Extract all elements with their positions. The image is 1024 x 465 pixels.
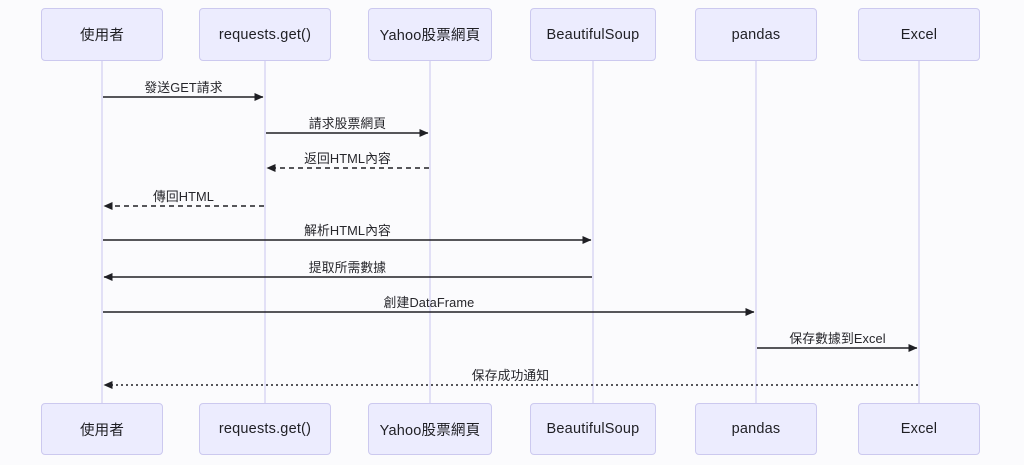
participant-label: Excel: [900, 421, 938, 437]
participant-label: requests.get(): [218, 26, 312, 43]
participant-label: 使用者: [79, 422, 125, 439]
participant-bottom-requests[interactable]: requests.get(): [199, 403, 331, 455]
lifelines-group: [101, 61, 920, 403]
participant-top-bs4[interactable]: BeautifulSoup: [530, 8, 656, 61]
message-label-2: 請求股票網頁: [308, 116, 387, 131]
participant-label: BeautifulSoup: [546, 26, 640, 43]
message-label-9: 保存成功通知: [471, 368, 550, 383]
messages-group: [103, 93, 918, 389]
participant-bottom-excel[interactable]: Excel: [858, 403, 980, 455]
participant-bottom-bs4[interactable]: BeautifulSoup: [530, 403, 656, 455]
message-label-5: 解析HTML內容: [304, 223, 391, 238]
message-label-7: 創建DataFrame: [383, 295, 475, 310]
participant-top-excel[interactable]: Excel: [858, 8, 980, 61]
message-label-3: 返回HTML內容: [304, 151, 391, 166]
participant-label: 使用者: [79, 28, 125, 44]
participant-bottom-yahoo[interactable]: Yahoo股票網頁: [368, 403, 492, 455]
message-label-6: 提取所需數據: [308, 260, 387, 275]
message-label-1: 發送GET請求: [144, 80, 223, 95]
participant-label: Excel: [900, 26, 938, 43]
participant-label: pandas: [731, 421, 781, 437]
participant-top-user[interactable]: 使用者: [41, 8, 163, 61]
participant-top-pandas[interactable]: pandas: [695, 8, 817, 61]
message-label-4: 傳回HTML: [152, 189, 215, 204]
participant-label: pandas: [731, 26, 781, 43]
participant-label: requests.get(): [218, 421, 312, 437]
participant-top-yahoo[interactable]: Yahoo股票網頁: [368, 8, 492, 61]
message-label-8: 保存數據到Excel: [789, 331, 886, 346]
participant-top-requests[interactable]: requests.get(): [199, 8, 331, 61]
participant-label: BeautifulSoup: [546, 421, 640, 437]
participant-label: Yahoo股票網頁: [379, 422, 481, 439]
participant-bottom-pandas[interactable]: pandas: [695, 403, 817, 455]
participant-bottom-user[interactable]: 使用者: [41, 403, 163, 455]
participant-label: Yahoo股票網頁: [379, 28, 481, 44]
